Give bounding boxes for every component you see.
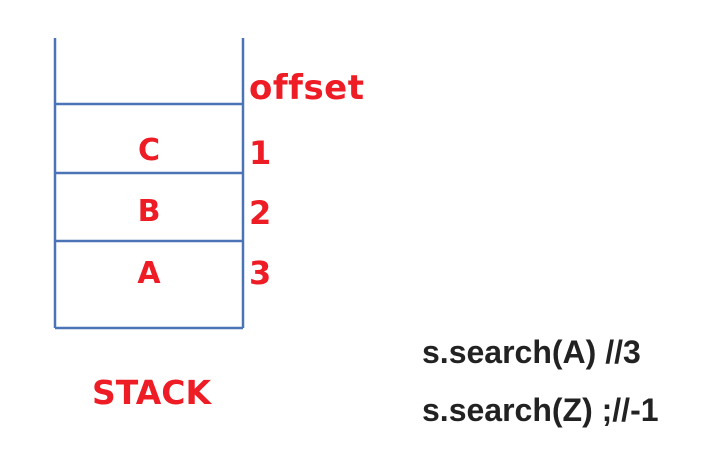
offset-column-header: offset xyxy=(249,68,365,108)
code-line-search-a: s.search(A) //3 xyxy=(422,334,641,370)
stack-caption: STACK xyxy=(92,373,212,412)
stack-cell-label-c: C xyxy=(137,133,161,168)
stack-cell-label-b: B xyxy=(137,194,161,229)
offset-value-1: 1 xyxy=(249,134,272,172)
offset-value-3: 3 xyxy=(249,254,272,292)
offset-value-2: 2 xyxy=(249,194,272,232)
stack-cell-label-a: A xyxy=(137,256,161,291)
code-line-search-z: s.search(Z) ;//-1 xyxy=(422,392,659,428)
